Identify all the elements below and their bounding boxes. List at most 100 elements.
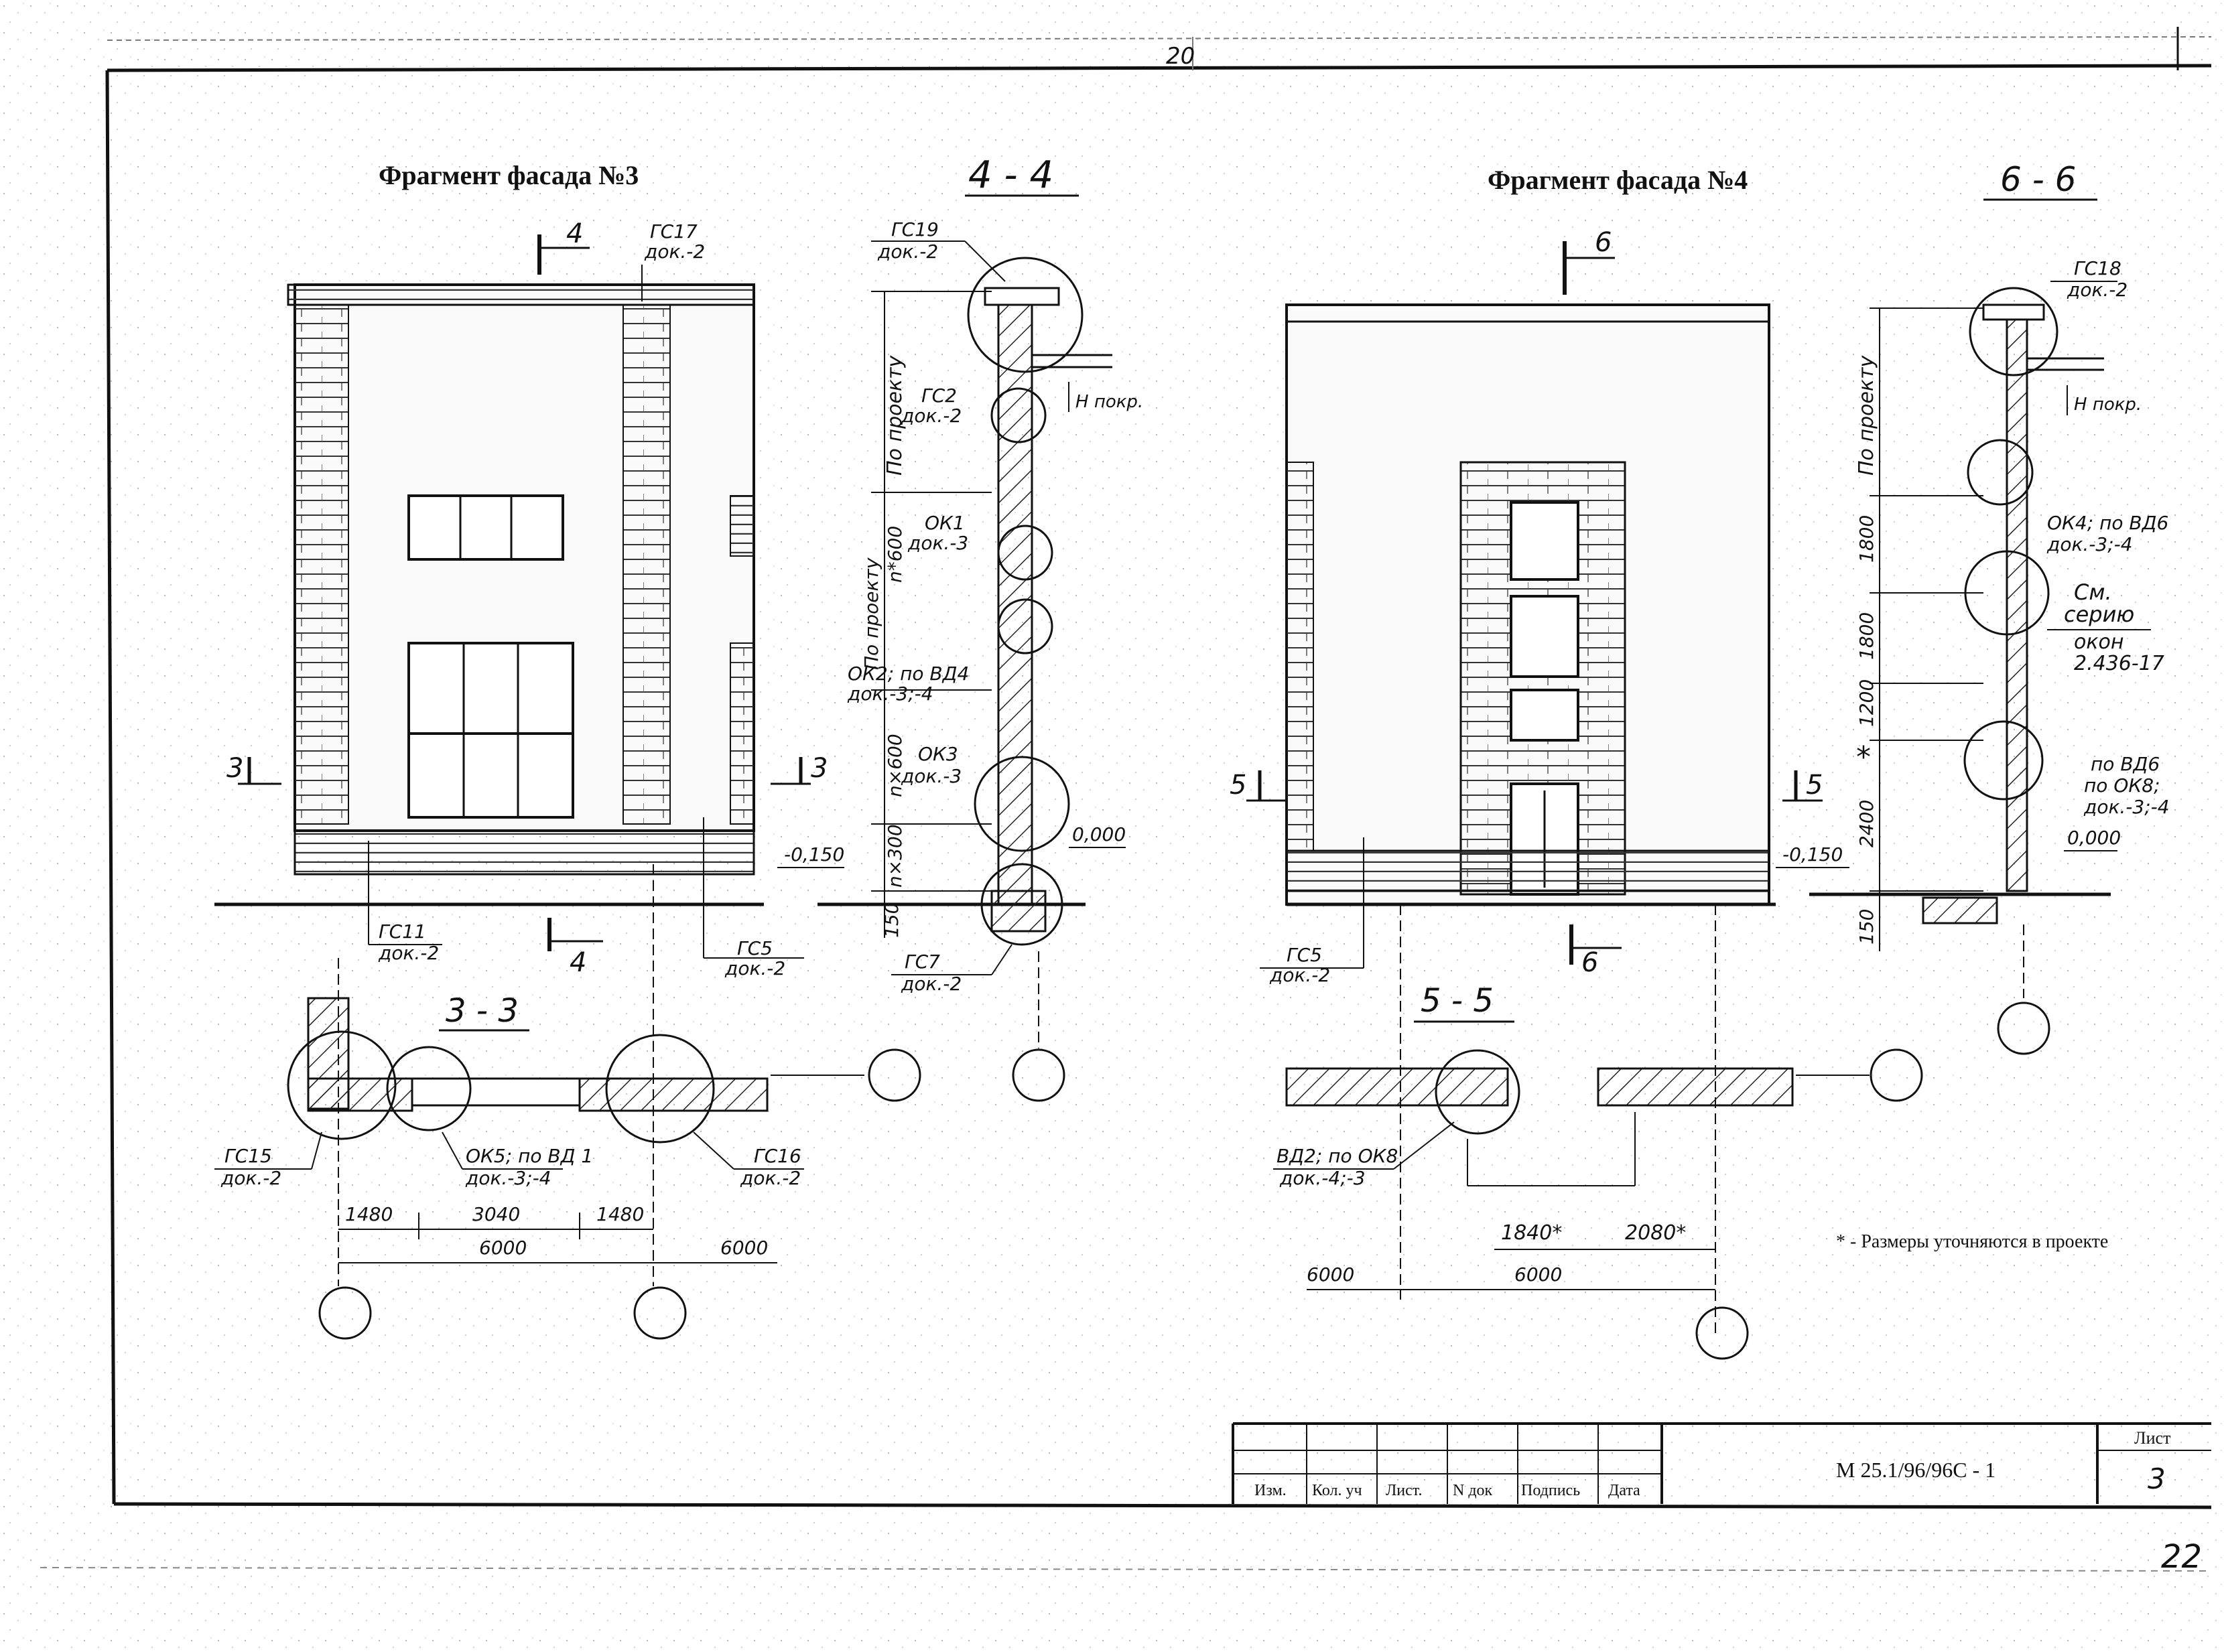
top-sheet-number: 20: [1166, 43, 1195, 70]
dim-6000-right-a: 6000: [1307, 1263, 1354, 1286]
vdim-1200: 1200: [1855, 679, 1878, 727]
plan-5-5: 5 - 5 ВД2; по ОК8 док.-4;-3 1840* 2080* …: [1273, 982, 1923, 1360]
label-gc15-doc: док.-2: [220, 1167, 281, 1189]
section-4-4: По проекту n*600 По проекту n×600 n×300 …: [777, 218, 1143, 1102]
facade-4-window-2: [1510, 595, 1579, 678]
tb-kol: Кол. уч: [1312, 1482, 1362, 1499]
cut-5-left: 5: [1230, 770, 1246, 801]
vdim-150: 150: [880, 902, 903, 938]
vdim-2400: 2400: [1855, 800, 1878, 847]
label-gc11: ГС11: [379, 920, 426, 943]
label-h-pokr-right: Н покр.: [2074, 395, 2142, 415]
label-ok4-doc: док.-3;-4: [2046, 533, 2133, 555]
lower-window: [407, 642, 574, 819]
facade-4-window-3: [1510, 689, 1579, 742]
vdim-star: *: [1856, 740, 1871, 774]
label-gc16-doc: док.-2: [740, 1167, 801, 1189]
label-gc17-doc: док.-2: [644, 240, 705, 263]
tb-data: Дата: [1608, 1482, 1640, 1499]
tb-code: М 25.1/96/96С - 1: [1836, 1458, 1996, 1482]
level-neg-left: -0,150: [784, 843, 844, 866]
label-gc2: ГС2: [921, 385, 957, 407]
label-ok5: ОК5; по ВД 1: [466, 1145, 593, 1167]
upper-window: [407, 494, 564, 561]
label-gc7-doc: док.-2: [901, 973, 962, 995]
tb-sheet-label: Лист: [2134, 1428, 2170, 1448]
cut-3-left: 3: [226, 753, 243, 784]
label-gc11-doc: док.-2: [378, 942, 439, 964]
vdim-1800-a: 1800: [1855, 515, 1878, 563]
dim-1480-b: 1480: [596, 1203, 644, 1225]
dim-2080: 2080*: [1625, 1221, 1686, 1245]
label-okon: окон: [2074, 630, 2123, 654]
cut-3-right: 3: [811, 753, 828, 784]
label-vd2: ВД2; по ОК8: [1277, 1145, 1398, 1167]
label-gc7: ГС7: [905, 951, 940, 973]
vdim-nx300: n×300: [884, 824, 906, 888]
cut-4-bottom: 4: [570, 947, 586, 978]
cut-6-top: 6: [1595, 227, 1612, 258]
vdim-nx600: n×600: [884, 734, 906, 797]
dim-1480-a: 1480: [345, 1203, 393, 1225]
tb-izm: Изм.: [1254, 1482, 1287, 1499]
label-gc5-left-doc: док.-2: [724, 957, 785, 979]
footnote: * - Размеры уточняются в проекте: [1836, 1231, 2108, 1252]
tb-ndok: N док: [1453, 1482, 1493, 1499]
level-neg-right: -0,150: [1782, 843, 1843, 866]
label-gc16: ГС16: [754, 1145, 801, 1167]
dim-3040: 3040: [472, 1203, 520, 1225]
section-6-6-title: 6 - 6: [2000, 160, 2076, 199]
vdim-1800-b: 1800: [1855, 612, 1878, 660]
facade-4-window-1: [1510, 501, 1579, 581]
label-gc19-doc: док.-2: [877, 240, 938, 263]
level-zero-left: 0,000: [1072, 823, 1126, 845]
cut-5-right: 5: [1806, 770, 1823, 801]
dim-6000-b: 6000: [720, 1237, 768, 1259]
tb-list: Лист.: [1386, 1482, 1422, 1499]
tb-podpis: Подпись: [1521, 1482, 1580, 1499]
label-ok3-doc: док.-3: [901, 765, 962, 787]
label-gc2-doc: док.-2: [901, 405, 962, 427]
label-gc15: ГС15: [224, 1145, 272, 1167]
label-ok1: ОК1: [925, 512, 965, 534]
label-vd2-doc: док.-4;-3: [1279, 1167, 1366, 1189]
cut-4-top: 4: [566, 218, 583, 249]
level-zero-right: 0,000: [2067, 827, 2121, 849]
label-gc17: ГС17: [650, 220, 698, 243]
title-block: [1232, 1422, 2211, 1504]
plan-5-5-title: 5 - 5: [1421, 982, 1494, 1020]
label-ok2-doc: док.-3;-4: [847, 683, 933, 705]
label-gc5-right-doc: док.-2: [1269, 964, 1330, 986]
plan-3-3: 3 - 3 ГС15 док.-2 ОК5; по ВД 1 док.-3;-4…: [214, 864, 921, 1340]
label-gc18: ГС18: [2074, 257, 2121, 279]
section-4-4-title: 4 - 4: [968, 153, 1053, 197]
vdim-150-right: 150: [1855, 909, 1878, 945]
label-ok3: ОК3: [918, 743, 958, 765]
label-gc18-doc: док.-2: [2067, 279, 2128, 301]
label-vd6: по ВД6: [2091, 753, 2160, 775]
vdim-po-proektu: По проекту: [883, 354, 907, 476]
label-h-pokr-left: Н покр.: [1075, 392, 1143, 412]
label-ok2: ОК2; по ВД4: [848, 663, 969, 685]
vdim-po-proektu-2: По проекту: [860, 557, 882, 670]
label-gc19: ГС19: [891, 218, 939, 240]
vdim-po-proektu-right: По проекту: [1855, 354, 1878, 476]
section-6-6: По проекту 1800 1800 1200 * 2400 150 ГС1…: [1776, 257, 2170, 1055]
label-gc5-left: ГС5: [737, 937, 773, 959]
label-okon-num: 2.436-17: [2074, 652, 2164, 675]
label-gc5-right: ГС5: [1287, 944, 1322, 966]
label-ok8: по ОК8;: [2084, 774, 2160, 797]
label-ok8-doc: док.-3;-4: [2083, 796, 2170, 818]
facade-3: Фрагмент фасада №3 4 - 4 4 4 3: [214, 153, 1079, 979]
vdim-n600: n*600: [884, 526, 906, 583]
dim-1840: 1840*: [1501, 1221, 1562, 1245]
sheet-frame: [40, 27, 2212, 1572]
tb-sheet-num: 3: [2148, 1462, 2166, 1495]
facade-4: Фрагмент фасада №4 6 - 6 6 6 5 5 ГС5 док…: [1230, 160, 2097, 1333]
label-series: серию: [2064, 602, 2134, 627]
dim-6000-a: 6000: [479, 1237, 527, 1259]
page-number: 22: [2161, 1538, 2202, 1576]
label-ok4: ОК4; по ВД6: [2047, 512, 2168, 534]
label-ok5-doc: док.-3;-4: [465, 1167, 551, 1189]
